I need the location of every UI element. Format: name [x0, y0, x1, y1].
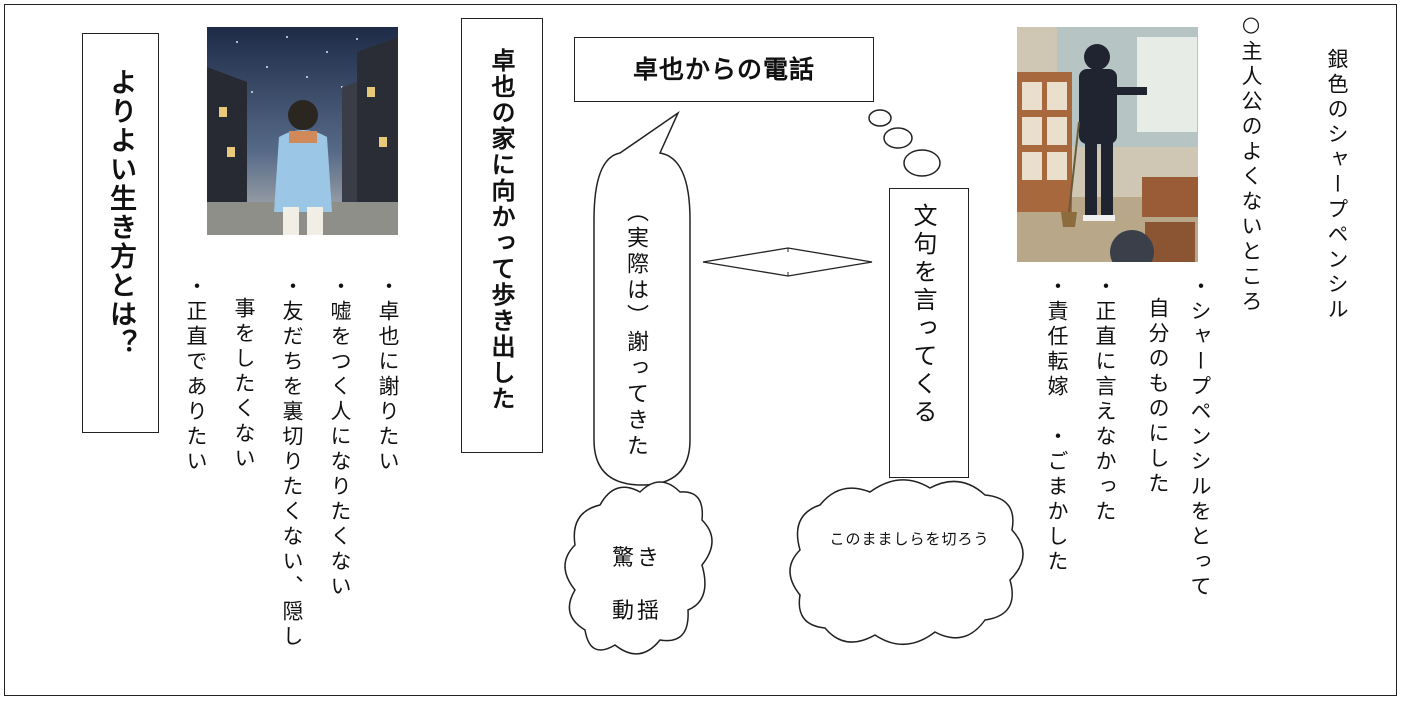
bad-point-line-3: ・正直に言えなかった — [1093, 275, 1117, 525]
contrast-diamond — [702, 247, 873, 277]
bad-points-heading: ○主人公のよくないところ — [1239, 12, 1263, 315]
feeling-line-1: ・卓也に謝りたい — [376, 275, 400, 475]
phone-call-label: 卓也からの電話 — [632, 55, 815, 84]
thought-cloud-shape — [789, 479, 1024, 646]
story-title: 銀色のシャープペンシル — [1325, 48, 1349, 323]
feeling-line-2: ・嘘をつく人になりたくない — [328, 275, 352, 600]
complaint-label: 文句を言ってくる — [909, 203, 937, 427]
feeling-line-5: ・正直でありたい — [184, 275, 208, 475]
thought-circle-large — [903, 149, 941, 177]
feeling-line-4: 事をしたくない — [232, 297, 256, 472]
worksheet-frame — [4, 4, 1397, 696]
walk-label: 卓也の家に向かって歩き出した — [487, 48, 515, 412]
question-label: よりよい生き方とは？ — [105, 68, 136, 358]
bad-point-line-2: 自分のものにした — [1146, 297, 1170, 497]
thought-cloud-label: このまましらを切ろう — [829, 530, 990, 548]
speech-bubble-shape — [593, 110, 691, 486]
question-box — [82, 33, 159, 433]
surprise-line-1: 驚き — [612, 546, 663, 571]
speech-bubble-label: （実際は）謝ってきた — [623, 200, 648, 460]
surprise-cloud-shape — [564, 481, 713, 655]
walk-box — [461, 18, 543, 453]
bad-point-line-1: ・シャープペンシルをとって — [1188, 275, 1212, 600]
night-street-illustration — [207, 27, 398, 235]
surprise-line-2: 動揺 — [612, 599, 663, 624]
phone-call-box — [574, 37, 874, 102]
complaint-box — [889, 188, 969, 478]
feeling-line-3: ・友だちを裏切りたくない、隠し — [280, 275, 304, 650]
bad-point-line-4: ・責任転嫁 ・ごまかした — [1045, 275, 1069, 575]
thought-circle-medium — [883, 127, 913, 149]
thought-circle-small — [868, 109, 892, 127]
classroom-illustration — [1017, 27, 1198, 262]
